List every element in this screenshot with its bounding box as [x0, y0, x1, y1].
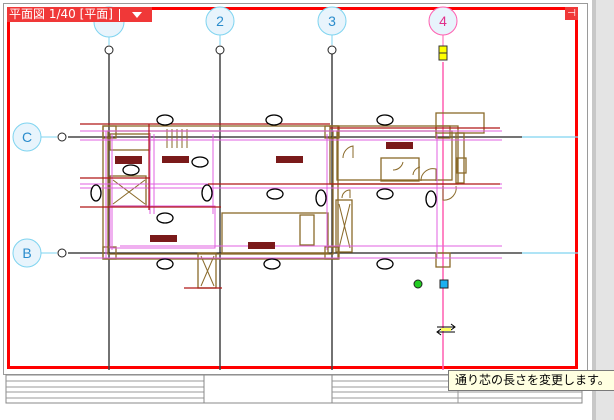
pin-icon[interactable]: ⊣ [565, 7, 578, 20]
grid-bubble-c: C [12, 122, 67, 152]
fixtures [90, 114, 437, 270]
room-labels [115, 142, 413, 249]
grid-bubble-4: 4 [428, 6, 458, 61]
red-lines [80, 123, 500, 289]
grid-label-3: 3 [328, 13, 336, 29]
grid-label-4: 4 [439, 13, 447, 29]
door-swings [341, 145, 457, 201]
green-handle[interactable] [413, 279, 423, 289]
vertical-scrollbar[interactable] [592, 0, 614, 420]
tooltip-text: 通り芯の長さを変更します。 [455, 373, 610, 387]
resize-horizontal-cursor-icon [436, 323, 456, 336]
grid-bubble-2: 2 [205, 6, 235, 55]
staircase [166, 129, 188, 148]
grid-column-lines [108, 52, 444, 370]
view-title: 平面図 1/40 [平面] [9, 7, 113, 21]
tooltip: 通り芯の長さを変更します。 [448, 370, 614, 391]
blue-handle[interactable] [439, 279, 449, 289]
grid-label-2: 2 [216, 13, 224, 29]
grid-label-b: B [22, 245, 31, 261]
view-title-tab[interactable]: 平面図 1/40 [平面] [7, 7, 152, 22]
triangle-down-icon[interactable] [131, 11, 142, 18]
tab-separator [118, 8, 120, 21]
grid-bubble-b: B [12, 238, 67, 268]
grid-label-c: C [22, 129, 32, 145]
grid-bubble-3: 3 [317, 6, 347, 55]
